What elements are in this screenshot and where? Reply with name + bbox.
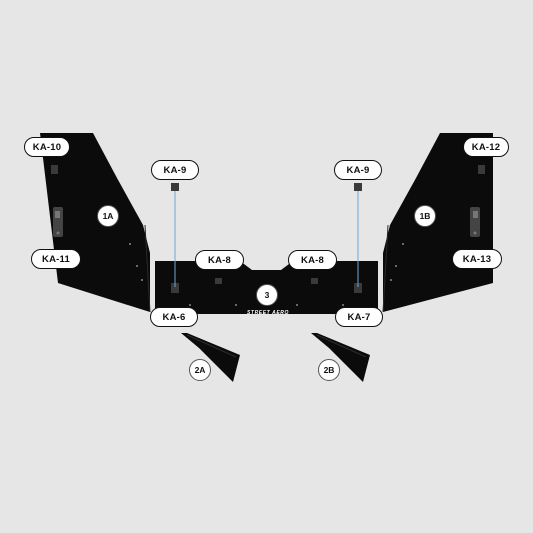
label-ka8-right: KA-8 [288, 250, 337, 270]
label-ka9-right: KA-9 [334, 160, 382, 180]
label-ka13: KA-13 [452, 249, 502, 269]
bracket-ka8-right [311, 278, 318, 284]
side-panel-1b [382, 133, 493, 313]
label-ka7: KA-7 [335, 307, 383, 327]
label-ka6: KA-6 [150, 307, 198, 327]
bracket-ka8-left [215, 278, 222, 284]
brand-logo-text: STREET AERO [247, 310, 289, 316]
bracket-ka10 [51, 165, 58, 174]
side-panel-1a [40, 133, 151, 313]
side-plate-2a [181, 333, 240, 382]
bracket-ka7 [354, 283, 362, 293]
badge-panel-2a: 2A [189, 359, 211, 381]
bracket-ka6 [171, 283, 179, 293]
badge-panel-2b: 2B [318, 359, 340, 381]
label-ka8-left: KA-8 [195, 250, 244, 270]
side-plate-2b [311, 333, 370, 382]
bracket-ka12 [478, 165, 485, 174]
label-ka11: KA-11 [31, 249, 81, 269]
badge-panel-1a: 1A [97, 205, 119, 227]
badge-panel-1b: 1B [414, 205, 436, 227]
ka9-bracket-right [354, 183, 362, 287]
label-ka9-left: KA-9 [151, 160, 199, 180]
ka9-bracket-left [171, 183, 179, 287]
badge-panel-3: 3 [256, 284, 278, 306]
label-ka10: KA-10 [24, 137, 70, 157]
label-ka12: KA-12 [463, 137, 509, 157]
